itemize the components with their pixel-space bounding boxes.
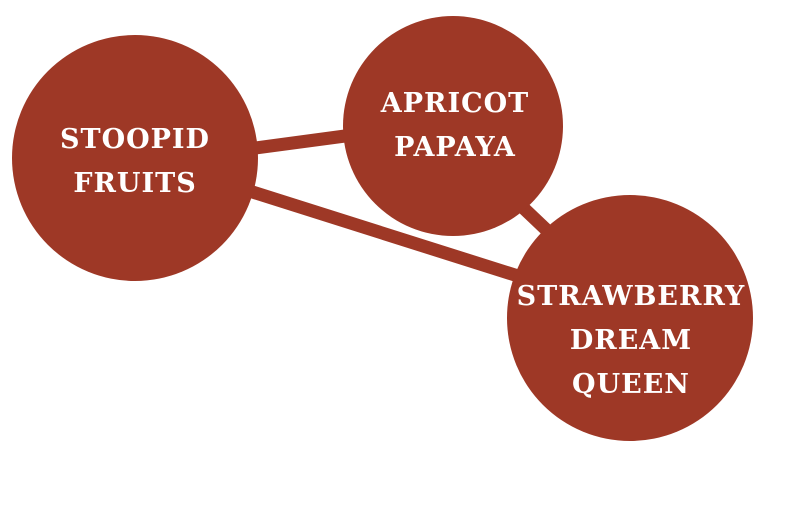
- node-strawberry-dream-queen: [507, 195, 753, 441]
- node-stoopid-fruits: [12, 35, 258, 281]
- node-label-apricot-2: PAPAYA: [394, 132, 516, 163]
- edge-stoopid-strawberry: [238, 181, 542, 290]
- node-label-stoopid-2: FRUITS: [73, 168, 196, 199]
- node-label-strawberry-1: STRAWBERRY: [517, 281, 746, 312]
- node-apricot-papaya: [343, 16, 563, 236]
- node-label-apricot-1: APRICOT: [380, 88, 529, 119]
- edge-stoopid-apricot: [239, 127, 361, 157]
- node-label-strawberry-2: DREAM: [570, 325, 692, 356]
- node-label-stoopid-1: STOOPID: [60, 124, 210, 155]
- node-label-strawberry-3: QUEEN: [572, 369, 690, 400]
